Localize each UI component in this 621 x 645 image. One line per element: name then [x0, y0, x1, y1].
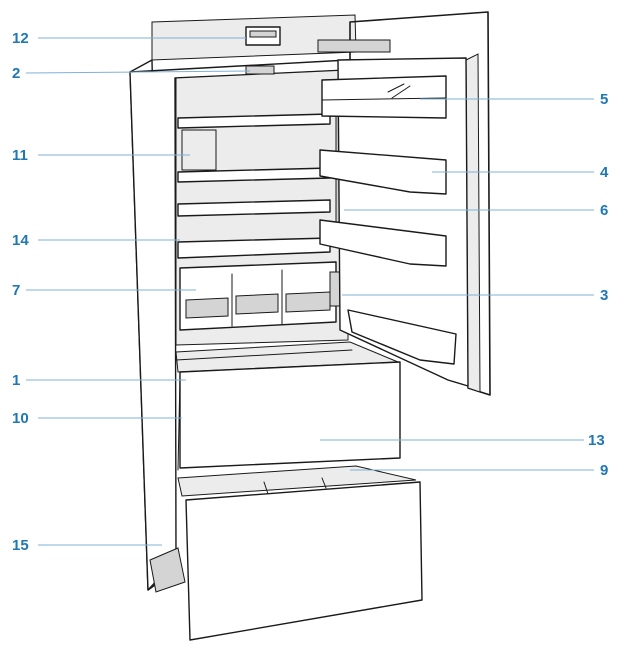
callout-14: 14 — [12, 232, 29, 249]
leader-lines — [25, 37, 594, 546]
callout-11: 11 — [12, 147, 28, 164]
glass-shelf-upper — [177, 113, 331, 129]
callout-7: 7 — [12, 282, 20, 299]
door-bin-lower — [319, 219, 447, 267]
freezer-drawer-lower — [177, 465, 423, 641]
crisper-cover — [177, 237, 331, 259]
control-panel — [245, 26, 281, 46]
callout-5: 5 — [600, 91, 608, 108]
glass-shelf-lower — [177, 199, 331, 217]
callout-9: 9 — [600, 462, 608, 479]
callout-1: 1 — [12, 372, 20, 389]
interior-light — [245, 65, 275, 75]
freezer-drawer-upper — [175, 341, 401, 471]
callout-labels: 12 2 11 14 7 1 10 15 5 4 6 3 13 9 — [12, 30, 609, 554]
wine-rack-box — [181, 129, 217, 171]
callout-6: 6 — [600, 202, 608, 219]
callout-3: 3 — [600, 287, 608, 304]
fridge-door — [317, 11, 491, 396]
callout-10: 10 — [12, 410, 29, 427]
leader-2 — [25, 70, 251, 74]
callout-2: 2 — [12, 65, 20, 82]
callout-15: 15 — [12, 537, 29, 554]
door-bin-middle — [319, 149, 447, 195]
door-bin-bottom — [347, 309, 457, 365]
door-bin-top — [321, 75, 447, 119]
callout-12: 12 — [12, 30, 29, 47]
callout-13: 13 — [588, 432, 605, 449]
crisper-drawer — [179, 261, 341, 331]
callout-4: 4 — [600, 164, 609, 181]
